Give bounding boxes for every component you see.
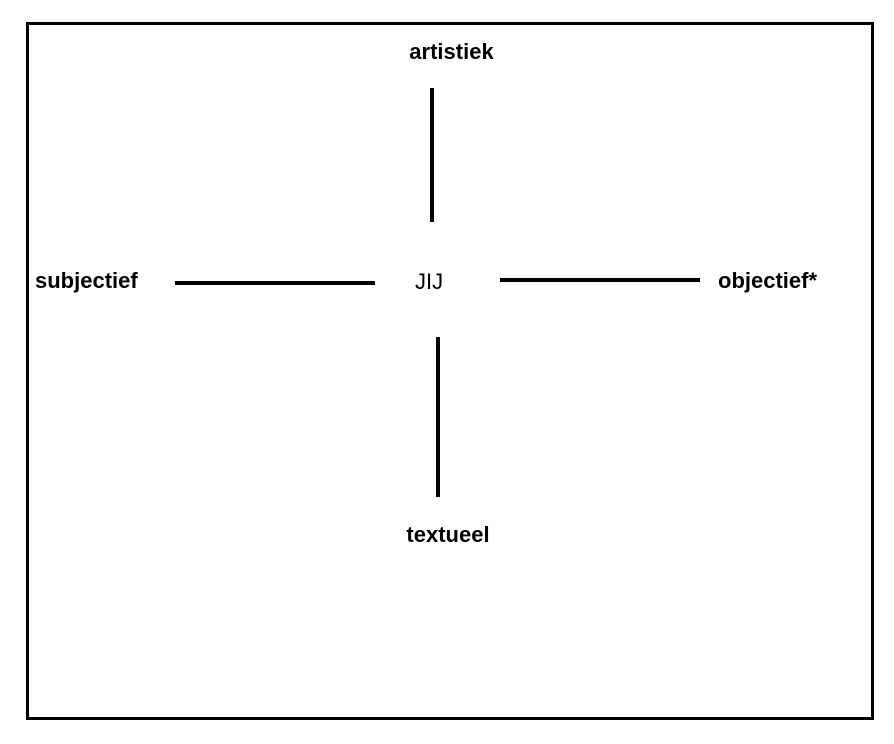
axis-label-right-objectief: objectief* [718,268,818,293]
axis-label-left-subjectief: subjectief [35,268,138,293]
axis-arm-bottom [436,337,440,497]
axis-label-bottom-textueel: textueel [406,522,490,547]
axis-arm-top [430,88,434,222]
axis-label-top-artistiek: artistiek [409,39,494,64]
axis-arm-right [500,278,700,282]
center-point-label-jij: JIJ [415,269,444,294]
axis-arm-left [175,281,375,285]
diagram-frame [26,22,874,720]
